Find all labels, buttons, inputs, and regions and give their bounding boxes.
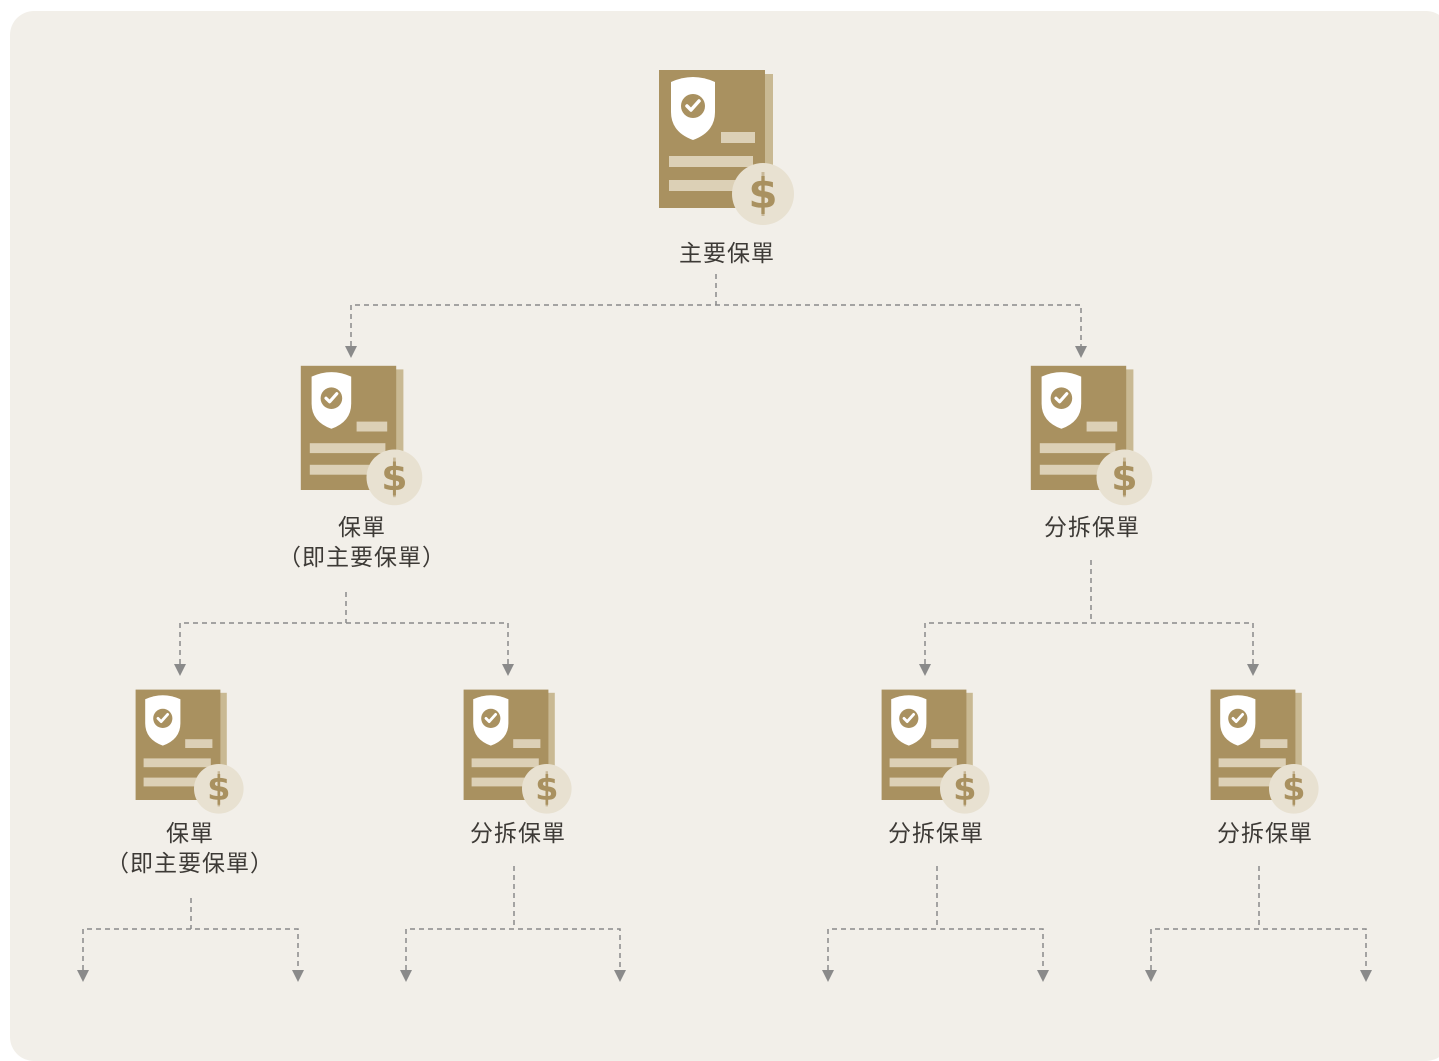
doc-line: [1260, 739, 1288, 748]
node-label: 分拆保單: [470, 821, 566, 847]
node-policy-primary: $ 保單 （即主要保單）: [278, 364, 446, 574]
arrowhead: [400, 970, 412, 982]
doc-line: [931, 739, 959, 748]
arrowhead: [1075, 346, 1087, 358]
arrowhead: [1037, 970, 1049, 982]
coin-symbol: $: [381, 455, 407, 499]
node-label: 分拆保單: [1044, 515, 1140, 541]
arrowhead: [345, 346, 357, 358]
insurance-policy-document-icon: $: [1030, 365, 1153, 506]
arrowhead: [919, 664, 931, 676]
arrowhead: [1145, 970, 1157, 982]
doc-line: [889, 777, 948, 787]
insurance-policy-document-icon: $: [463, 689, 572, 814]
insurance-policy-document-icon: $: [659, 70, 794, 225]
node-split-policy-child-2: $ 分拆保單: [880, 688, 992, 850]
connector-branch: [82, 928, 299, 970]
check-mark: [902, 713, 915, 723]
node-root: $ 主要保單: [657, 68, 797, 270]
connector-branch: [405, 928, 621, 970]
connector-branch: [1150, 928, 1367, 970]
node-label: 分拆保單: [1217, 821, 1313, 847]
connector-branch: [179, 622, 509, 664]
node-split-policy: $ 分拆保單: [1029, 364, 1155, 544]
coin-symbol: $: [1282, 769, 1305, 808]
check-mark: [156, 713, 169, 723]
doc-line: [143, 777, 202, 787]
arrowhead: [174, 664, 186, 676]
doc-line: [1218, 777, 1277, 787]
doc-line: [1039, 443, 1116, 454]
doc-line: [309, 443, 386, 454]
coin-symbol: $: [207, 769, 230, 808]
node-label: 分拆保單: [888, 821, 984, 847]
check-mark: [1231, 713, 1244, 723]
connector-branch: [827, 928, 1044, 970]
connector-branch: [350, 304, 1082, 346]
arrowhead: [614, 970, 626, 982]
insurance-policy-document-icon: $: [135, 689, 244, 814]
arrowhead: [822, 970, 834, 982]
arrowhead: [502, 664, 514, 676]
doc-line: [721, 132, 755, 143]
doc-line: [889, 758, 957, 768]
doc-line: [356, 421, 388, 432]
doc-line: [513, 739, 541, 748]
check-mark: [324, 392, 339, 404]
coin-symbol: $: [1111, 455, 1137, 499]
connector-branch: [924, 622, 1254, 664]
check-mark: [484, 713, 497, 723]
insurance-policy-document-icon: $: [300, 365, 423, 506]
doc-line: [1086, 421, 1118, 432]
doc-line: [669, 156, 753, 167]
node-split-policy-child-3: $ 分拆保單: [1209, 688, 1321, 850]
coin-symbol: $: [953, 769, 976, 808]
doc-line: [471, 758, 539, 768]
node-split-policy-child-1: $ 分拆保單: [462, 688, 574, 850]
coin-symbol: $: [535, 769, 558, 808]
arrowhead: [1247, 664, 1259, 676]
check-mark: [685, 99, 701, 112]
doc-line: [1218, 758, 1286, 768]
check-mark: [1054, 392, 1069, 404]
doc-line: [309, 464, 375, 475]
node-label-line1: 保單: [166, 821, 214, 847]
doc-line: [143, 758, 211, 768]
doc-line: [1039, 464, 1105, 475]
doc-line: [471, 777, 530, 787]
doc-line: [669, 180, 741, 191]
node-label-line2: （即主要保單）: [106, 850, 274, 877]
node-policy-primary-child: $ 保單 （即主要保單）: [106, 688, 274, 880]
node-label-line1: 保單: [338, 515, 386, 541]
arrowhead: [292, 970, 304, 982]
node-label-line2: （即主要保單）: [278, 544, 446, 571]
arrowhead: [1360, 970, 1372, 982]
node-label: 主要保單: [679, 241, 775, 267]
coin-symbol: $: [748, 169, 777, 218]
insurance-policy-document-icon: $: [1210, 689, 1319, 814]
insurance-policy-document-icon: $: [881, 689, 990, 814]
arrowhead: [77, 970, 89, 982]
doc-line: [185, 739, 213, 748]
